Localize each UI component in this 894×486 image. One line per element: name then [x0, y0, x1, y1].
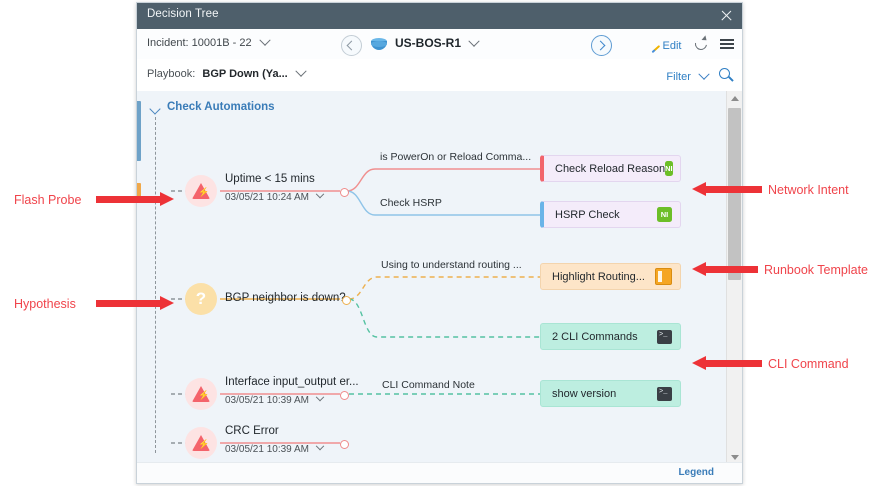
result-label: Check Reload Reason [555, 162, 666, 175]
timestamp-text: 03/05/21 10:39 AM [225, 444, 309, 455]
node-title: BGP neighbor is down? [225, 292, 346, 304]
device-selector[interactable]: US-BOS-R1 [395, 35, 481, 50]
legend-bar: Legend [137, 462, 742, 483]
edit-label: Edit [662, 40, 682, 52]
annotation-arrow-flash-probe [96, 192, 174, 206]
pencil-icon [650, 43, 661, 54]
playbook-selector[interactable]: Playbook: BGP Down (Ya... [147, 65, 307, 80]
playbook-label: Playbook: [147, 68, 196, 80]
prev-device-button[interactable] [341, 35, 362, 56]
node-title: Uptime < 15 mins [225, 173, 315, 185]
filter-button[interactable]: Filter [666, 68, 711, 83]
edit-button[interactable]: Edit [650, 40, 685, 52]
edge-marker-blue [137, 101, 141, 161]
chevron-down-icon [295, 65, 307, 77]
chevron-down-icon [315, 190, 324, 199]
annotation-cli-command: CLI Command [768, 357, 849, 371]
chevron-down-icon [315, 393, 324, 402]
question-mark-icon: ? [185, 283, 217, 315]
result-box-hsrp-check[interactable]: HSRP Check NI [540, 201, 681, 228]
tree-trunk-line [155, 117, 156, 453]
edge-label: Using to understand routing ... [381, 259, 522, 271]
node-timestamp[interactable]: 03/05/21 10:39 AM [225, 393, 324, 406]
network-intent-badge: NI [665, 161, 673, 176]
annotation-flash-probe: Flash Probe [14, 193, 82, 207]
playbook-value: BGP Down (Ya... [202, 68, 288, 80]
chevron-down-icon [315, 442, 324, 451]
scroll-up-button[interactable] [727, 91, 742, 106]
branch-dot [342, 295, 351, 305]
result-label: show version [552, 387, 617, 400]
playbook-toolbar: Playbook: BGP Down (Ya... Filter [137, 59, 742, 92]
result-box-highlight-routing[interactable]: Highlight Routing... [540, 263, 681, 290]
node-title: CRC Error [225, 425, 279, 437]
annotation-network-intent: Network Intent [768, 183, 849, 197]
decision-tree-canvas[interactable]: Check Automations [137, 91, 742, 465]
branch-dot [340, 390, 349, 400]
section-title[interactable]: Check Automations [167, 101, 275, 113]
close-icon[interactable] [716, 6, 736, 26]
flash-probe-icon: ⚡ [185, 175, 217, 207]
edge-label: Check HSRP [380, 197, 442, 209]
chevron-expand-icon[interactable] [149, 103, 161, 115]
result-box-check-reload-reason[interactable]: Check Reload Reason NI [540, 155, 681, 182]
terminal-icon [657, 329, 672, 344]
next-device-button[interactable] [591, 35, 612, 56]
filter-label: Filter [666, 71, 691, 83]
chevron-down-icon [698, 68, 710, 80]
scrollbar-thumb[interactable] [728, 108, 741, 280]
device-name: US-BOS-R1 [395, 36, 462, 50]
result-label: HSRP Check [555, 208, 620, 221]
scroll-down-button[interactable] [727, 450, 742, 465]
incident-toolbar: Incident: 10001B - 22 US-BOS-R1 Edit [137, 29, 742, 60]
result-label: 2 CLI Commands [552, 330, 638, 343]
legend-link[interactable]: Legend [678, 467, 714, 478]
terminal-icon [657, 386, 672, 401]
annotation-arrow-cli-command [692, 356, 762, 370]
flash-probe-icon: ⚡ [185, 427, 217, 459]
node-title: Interface input_output er... [225, 376, 359, 388]
network-intent-badge: NI [657, 207, 672, 222]
window-titlebar: Decision Tree [137, 3, 742, 29]
annotation-arrow-hypothesis [96, 296, 174, 310]
result-box-2-cli-commands[interactable]: 2 CLI Commands [540, 323, 681, 350]
result-label: Highlight Routing... [552, 270, 645, 283]
edge-label: CLI Command Note [382, 379, 475, 391]
annotation-arrow-network-intent [692, 182, 762, 196]
branch-dot [340, 439, 349, 449]
refresh-icon[interactable] [694, 37, 708, 51]
incident-label: Incident: 10001B - 22 [147, 37, 252, 49]
timestamp-text: 03/05/21 10:24 AM [225, 192, 309, 203]
annotation-hypothesis: Hypothesis [14, 297, 76, 311]
chevron-down-icon [468, 35, 481, 47]
result-box-show-version[interactable]: show version [540, 380, 681, 407]
node-timestamp[interactable]: 03/05/21 10:24 AM [225, 190, 324, 203]
branch-dot [340, 187, 349, 197]
router-icon [371, 38, 387, 51]
node-timestamp[interactable]: 03/05/21 10:39 AM [225, 442, 324, 455]
incident-selector[interactable]: Incident: 10001B - 22 [147, 34, 271, 49]
decision-tree-window: Decision Tree Incident: 10001B - 22 US-B… [136, 2, 743, 484]
device-navigator: US-BOS-R1 [337, 33, 617, 57]
annotation-arrow-runbook-template [692, 262, 758, 276]
toolbar-actions: Edit [650, 36, 734, 54]
runbook-book-icon [655, 268, 672, 285]
vertical-scrollbar[interactable] [726, 91, 742, 465]
flash-probe-icon: ⚡ [185, 378, 217, 410]
chevron-down-icon [258, 34, 271, 46]
timestamp-text: 03/05/21 10:39 AM [225, 395, 309, 406]
edge-label: is PowerOn or Reload Comma... [380, 151, 532, 163]
filter-controls: Filter [666, 67, 734, 85]
hamburger-menu-icon[interactable] [720, 38, 734, 50]
window-title: Decision Tree [147, 8, 219, 20]
edge-marker-orange [137, 183, 141, 197]
search-icon[interactable] [719, 68, 734, 83]
annotation-runbook-template: Runbook Template [764, 263, 869, 277]
